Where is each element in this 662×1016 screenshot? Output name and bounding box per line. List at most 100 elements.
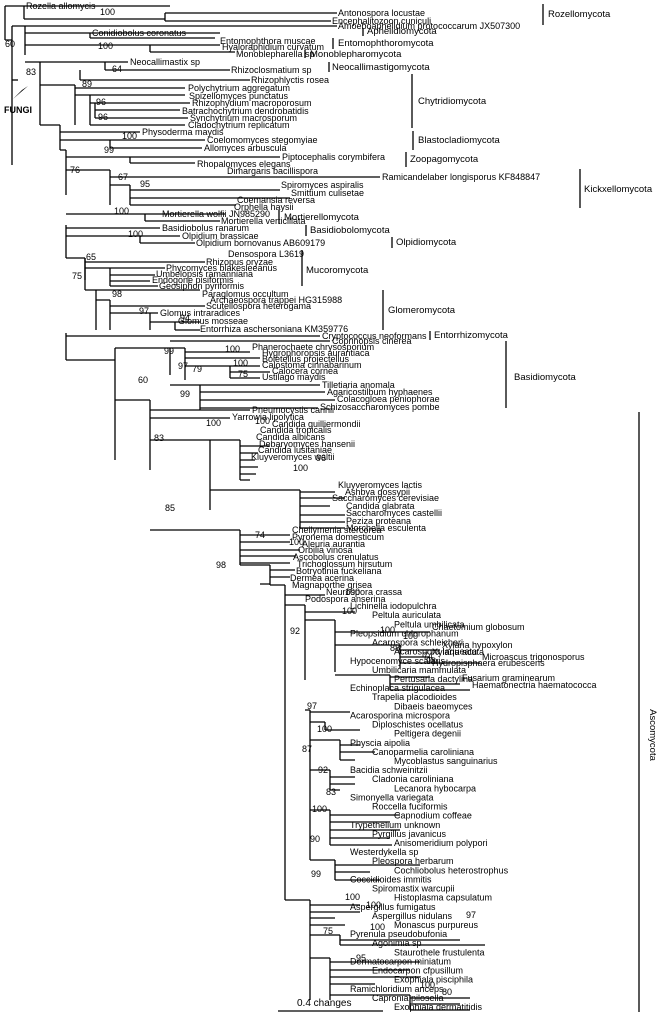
taxon-label: Acarospora laqueata [394, 647, 477, 657]
clade-label: Rozellomycota [548, 9, 611, 20]
taxon-label: Peziza proteana [346, 516, 411, 526]
taxon-label: Cladochytrium replicatum [188, 120, 290, 130]
bootstrap-value: 83 [26, 67, 36, 77]
scale-label: 0.4 changes [297, 998, 352, 1009]
taxon-label: Monascus purpureus [394, 920, 479, 930]
taxon-label: Trypethelium unknown [350, 820, 440, 830]
bootstrap-value: 100 [233, 358, 248, 368]
bootstrap-value: 98 [216, 560, 226, 570]
taxon-label: Rhopalomyces elegans [197, 159, 291, 169]
taxon-label: Podospora anserina [305, 594, 386, 604]
bootstrap-value: 92 [318, 765, 328, 775]
taxon-label: Pyrgillus javanicus [372, 829, 447, 839]
bootstrap-value: 100 [114, 206, 129, 216]
bootstrap-value: 100 [345, 892, 360, 902]
taxon-label: Capnodium coffeae [394, 811, 472, 821]
bootstrap-value: 100 [100, 7, 115, 17]
taxon-label: Peltula auriculata [372, 610, 441, 620]
bootstrap-value: 92 [290, 626, 300, 636]
taxon-label: Agonimia sp [372, 938, 422, 948]
taxon-label: Ramichloridium anceps [350, 984, 444, 994]
taxon-label: Rhizopus oryzae [206, 257, 273, 267]
clade-label: Entorrhizomycota [434, 330, 509, 341]
taxon-label: Glomus intraradices [160, 308, 241, 318]
bootstrap-value: 88 [390, 643, 400, 653]
bootstrap-value: 97 [178, 361, 188, 371]
clade-label: Blastocladiomycota [418, 135, 501, 146]
clade-label: Olpidiomycota [396, 237, 457, 248]
bootstrap-value: 98 [112, 289, 122, 299]
taxon-label: Peltigera degenii [394, 729, 461, 739]
bootstrap-value: 100 [98, 41, 113, 51]
taxon-label: Acarospora schleicheri [372, 638, 463, 648]
clade-labels: RozellomycotaAphelidiomycotaEntomophthor… [284, 9, 658, 762]
clade-label: Basidiomycota [514, 372, 576, 383]
taxon-label: Aspergillus fumigatus [350, 902, 436, 912]
taxon-label: Dibaeis baeomyces [394, 701, 473, 711]
taxon-label: Mycoblastus sanguinarius [394, 756, 498, 766]
taxon-label: Amoeboaphelidium protococcarum JX507300 [338, 21, 520, 31]
bootstrap-value: 79 [192, 364, 202, 374]
taxon-label: Polychytrium aggregatum [188, 83, 290, 93]
bootstrap-value: 74 [255, 530, 265, 540]
taxon-label: Westerdykella sp [350, 847, 418, 857]
taxon-label: Pyrenula pseudobufonia [350, 929, 447, 939]
bootstrap-value: 100 [366, 900, 381, 910]
taxon-label: Aspergillus nidulans [372, 911, 453, 921]
bootstrap-value: 100 [317, 724, 332, 734]
taxon-label: Peltula umbilicata [394, 619, 465, 629]
taxon-label: Archaeospora trappei HG315988 [210, 295, 342, 305]
taxon-label: Kluyveromyces waltii [251, 452, 335, 462]
clade-label: Entomophthoromycota [338, 38, 434, 49]
taxon-label: Cheilymenia stercorea [292, 525, 382, 535]
taxon-label: Aleuria aurantia [302, 539, 365, 549]
taxon-label: Simonyella variegata [350, 792, 434, 802]
fungi-arrow-icon [13, 86, 28, 99]
clade-label: Neocallimastigomycota [332, 62, 430, 73]
scale-bar: 0.4 changes [278, 998, 383, 1012]
taxon-label: Mortierella verticillata [221, 216, 306, 226]
taxon-label: Microascus trigonosporus [482, 652, 585, 662]
clade-label: Zoopagomycota [410, 154, 479, 165]
taxon-label: Phanerochaete chrysosporium [252, 342, 374, 352]
taxon-label: Kluyveromyces lactis [338, 480, 423, 490]
bootstrap-value: 100 [342, 606, 357, 616]
taxon-label: Neocallimastix sp [130, 57, 200, 67]
taxon-label: Trichoglossum hirsutum [297, 559, 392, 569]
bootstrap-value: 100 [420, 980, 435, 990]
bootstrap-labels: 1006083100648996961009976679510010065759… [5, 7, 476, 997]
bootstrap-value: 83 [154, 433, 164, 443]
taxon-label: Spizellomyces punctatus [189, 91, 289, 101]
taxon-label: Dimargaris bacillispora [227, 166, 318, 176]
taxon-label: Monoblepharella sp [236, 49, 315, 59]
clade-label: Mortierellomycota [284, 212, 360, 223]
taxon-label: Hydropisphaera erubescens [432, 658, 545, 668]
taxon-label: Schizosaccharomyces pombe [320, 402, 440, 412]
taxon-label: Geosiphon pyriformis [159, 281, 245, 291]
clade-label: Kickxellomycota [584, 184, 653, 195]
taxon-label: Physoderma maydis [142, 127, 224, 137]
clade-label: Aphelidiomycota [367, 26, 437, 37]
taxon-label: Antonospora locustae [338, 8, 425, 18]
taxon-label: Botryotinia fuckeliana [296, 566, 382, 576]
taxon-label: Rhizophydium macroporosum [192, 98, 312, 108]
bootstrap-value: 67 [118, 172, 128, 182]
taxon-label: Morchella esculenta [346, 523, 426, 533]
taxon-label: Ramicandelaber longisporus KF848847 [382, 172, 540, 182]
bootstrap-value: 97 [307, 701, 317, 711]
taxon-label: Conidiobolus coronatus [92, 28, 187, 38]
taxon-label: Paraglomus occultum [202, 289, 289, 299]
taxon-label: Anisomeridium polypori [394, 838, 488, 848]
bootstrap-value: 100 [403, 631, 418, 641]
bootstrap-value: 75 [323, 926, 333, 936]
taxon-label: Candida glabrata [346, 501, 415, 511]
bootstrap-value: 89 [82, 79, 92, 89]
taxon-label: Allomyces arbuscula [204, 143, 287, 153]
bootstrap-value: 95 [140, 179, 150, 189]
clade-label: Mucoromycota [306, 265, 369, 276]
taxon-label: Ascobolus crenulatus [293, 552, 379, 562]
taxon-label: Cladonia caroliniana [372, 774, 454, 784]
bootstrap-value: 99 [180, 389, 190, 399]
taxon-label: Lichinella iodopulchra [350, 601, 437, 611]
taxon-label: Saccharomyces castellii [346, 508, 442, 518]
